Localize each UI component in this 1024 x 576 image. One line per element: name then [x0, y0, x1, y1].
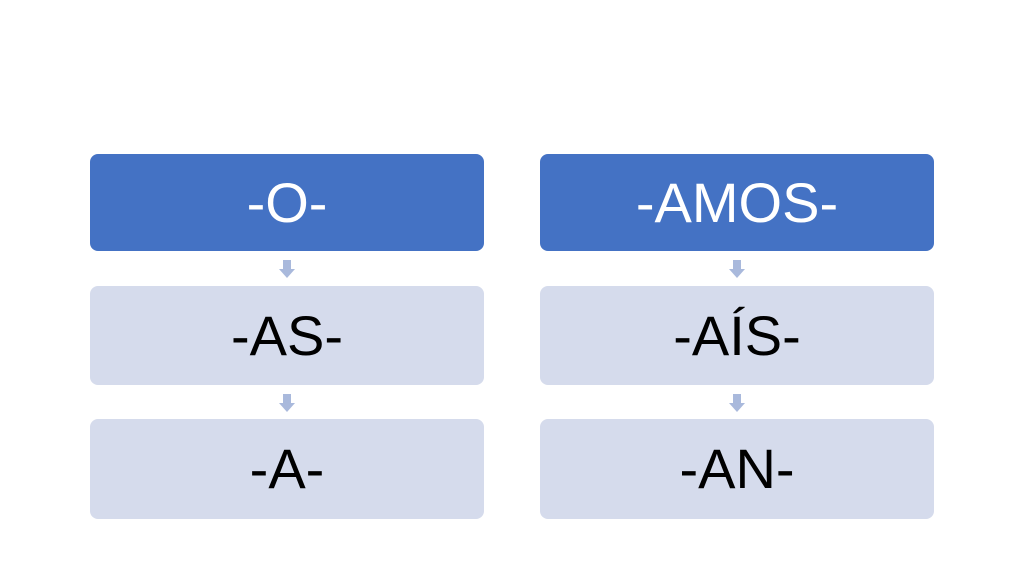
item-label: -AN- [679, 437, 795, 500]
header-label: -AMOS- [635, 170, 839, 234]
header-box: -O- [90, 154, 484, 251]
item-label: -AÍS- [673, 303, 801, 367]
item-label: -A- [249, 437, 325, 500]
item-box: -AS- [90, 286, 484, 385]
item-label: -AS- [231, 303, 343, 367]
down-arrow-icon [279, 394, 295, 412]
down-arrow-icon [729, 260, 745, 278]
header-box: -AMOS- [540, 154, 934, 251]
item-box: -A- [90, 419, 484, 519]
item-box: -AÍS- [540, 286, 934, 385]
down-arrow-icon [279, 260, 295, 278]
item-box: -AN- [540, 419, 934, 519]
down-arrow-icon [729, 394, 745, 412]
header-label: -O- [246, 170, 328, 234]
